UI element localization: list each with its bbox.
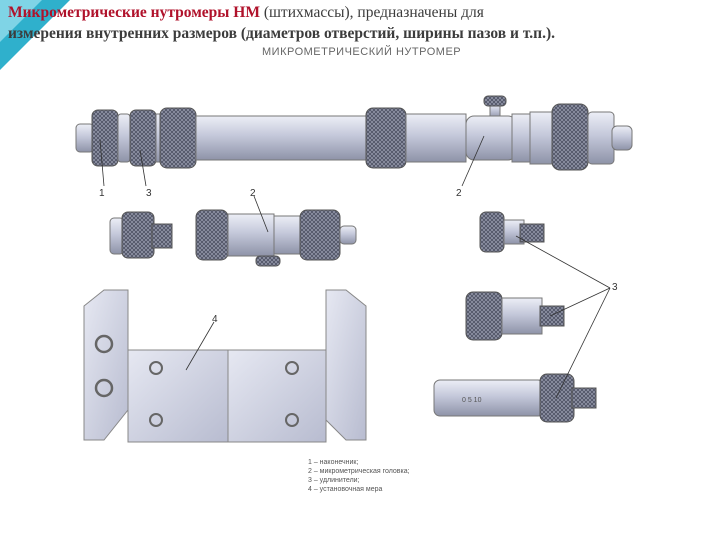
- decorative-corner: [0, 0, 70, 70]
- tip-part: [109, 211, 173, 259]
- legend-item: 2 – микрометрическая головка;: [308, 468, 410, 475]
- figure-title: МИКРОМЕТРИЧЕСКИЙ НУТРОМЕР: [262, 46, 462, 58]
- setting-gauge: [83, 289, 367, 443]
- rod-scale-marks: 0 5 10: [462, 397, 482, 404]
- callout-3-rods: 3: [612, 282, 618, 293]
- heading-rest: (штихмассы), предназначены для: [259, 4, 484, 21]
- callout-2-head: 2: [250, 188, 256, 199]
- assembled-micrometer: [75, 95, 633, 171]
- callout-4: 4: [212, 314, 218, 325]
- callout-2-assembled: 2: [456, 188, 462, 199]
- figure-legend: 1 – наконечник; 2 – микрометрическая гол…: [308, 458, 410, 494]
- callout-1: 1: [99, 188, 105, 199]
- callout-3-top: 3: [146, 188, 152, 199]
- legend-item: 4 – установочная мера: [308, 486, 383, 493]
- extension-rod-long: 0 5 10: [433, 373, 597, 423]
- micrometric-head-part: [195, 209, 357, 267]
- legend-item: 3 – удлинители;: [308, 477, 360, 484]
- legend-item: 1 – наконечник;: [308, 459, 359, 466]
- extension-rod-medium: [465, 291, 565, 341]
- heading-line-2: измерения внутренних размеров (диаметров…: [8, 25, 555, 42]
- micrometer-illustration: 0 5 10 1 3 2 2 3 4: [75, 95, 633, 443]
- heading-accent: Микрометрические нутромеры НМ: [8, 4, 260, 21]
- page-heading: Микрометрические нутромеры НМ (штихмассы…: [8, 2, 714, 44]
